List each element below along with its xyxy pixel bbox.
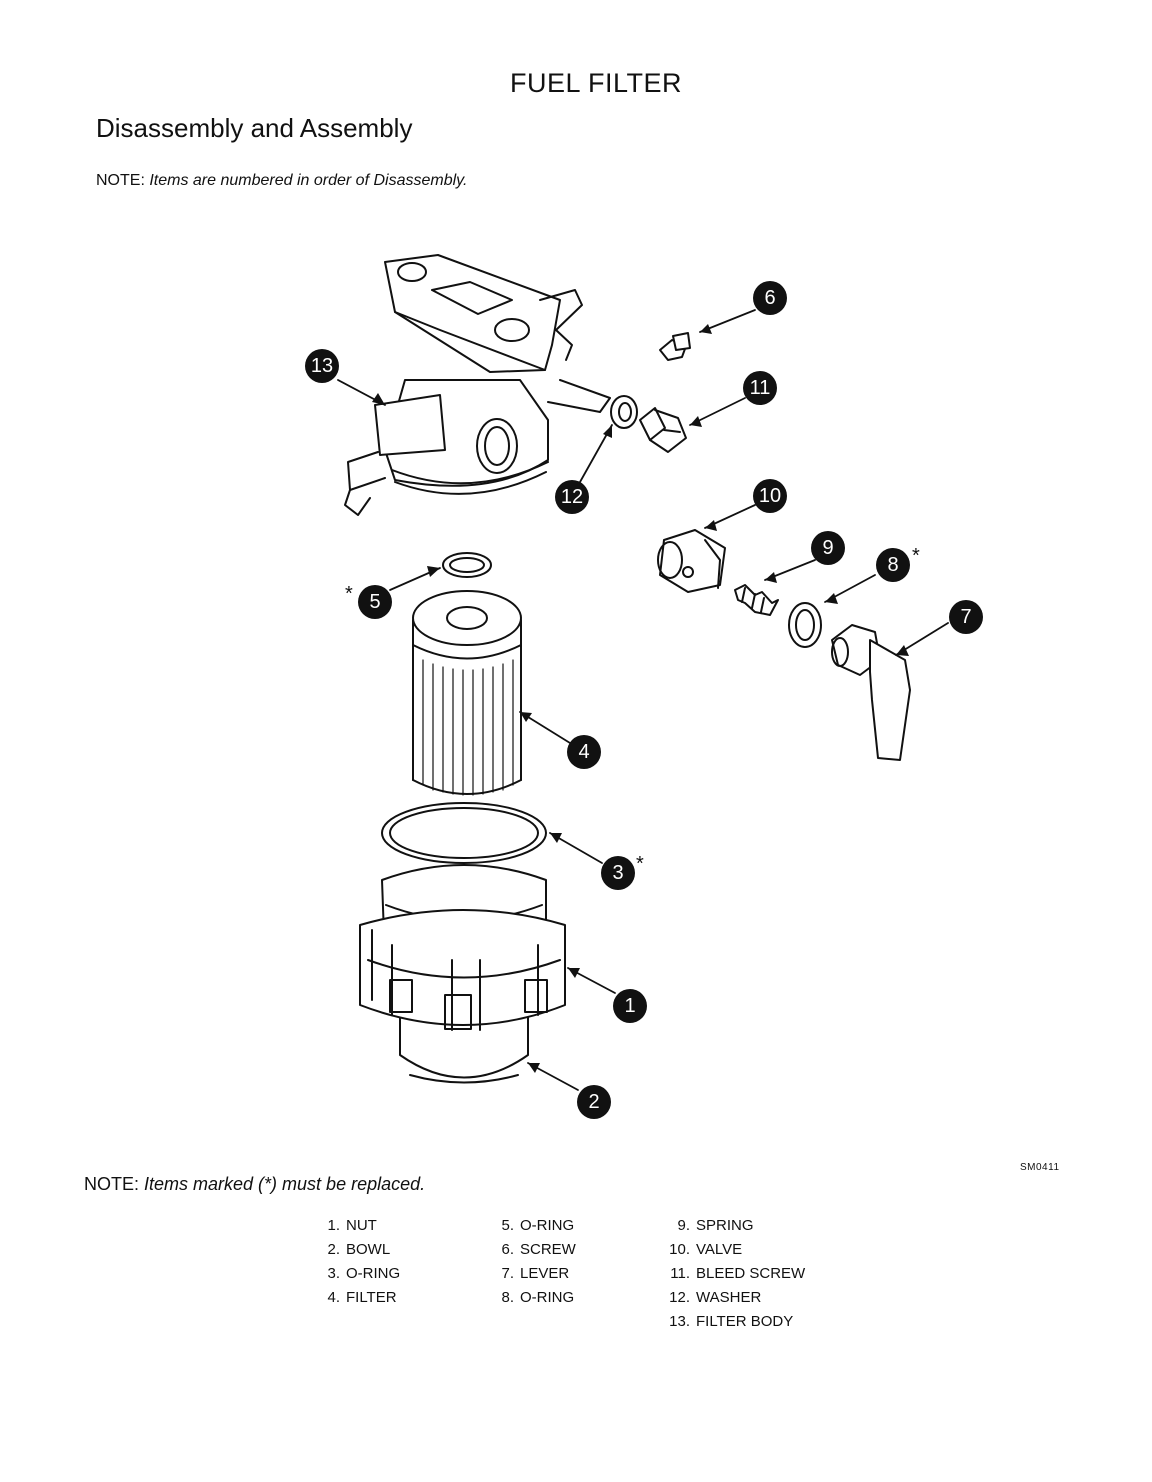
parts-list-item: 3. O-RING [318, 1262, 400, 1286]
parts-list-column-3: 9. SPRING 10. VALVE 11. BLEED SCREW 12. WASH… [668, 1214, 805, 1334]
parts-list-item: 5. O-RING [492, 1214, 576, 1238]
part-number: 9. [668, 1214, 690, 1238]
screw-part [660, 333, 690, 360]
parts-list-item: 6. SCREW [492, 1238, 576, 1262]
part-number: 3. [318, 1262, 340, 1286]
parts-list-item: 12. WASHER [668, 1286, 805, 1310]
callout-8-label: 8 [887, 554, 898, 576]
figure-code: SM0411 [1020, 1162, 1060, 1173]
parts-list-item: 11. BLEED SCREW [668, 1262, 805, 1286]
part-name: O-RING [520, 1217, 574, 1234]
parts-list-item: 13. FILTER BODY [668, 1310, 805, 1334]
parts-list-item: 8. O-RING [492, 1286, 576, 1310]
callout-11-label: 11 [750, 377, 771, 399]
parts-list-item: 2. BOWL [318, 1238, 400, 1262]
part-name: FILTER [346, 1289, 397, 1306]
part-name: SPRING [696, 1217, 754, 1234]
callout-3-label: 3 [612, 862, 623, 884]
washer-part [611, 396, 637, 428]
bleed-screw-part [640, 408, 686, 452]
part-number: 7. [492, 1262, 514, 1286]
spring-part [735, 585, 778, 615]
part-number: 11. [668, 1262, 690, 1286]
part-name: FILTER BODY [696, 1313, 793, 1330]
part-number: 6. [492, 1238, 514, 1262]
callout-5-label: 5 [369, 591, 380, 613]
parts-list-item: 4. FILTER [318, 1286, 400, 1310]
parts-list-item: 7. LEVER [492, 1262, 576, 1286]
part-number: 13. [668, 1310, 690, 1334]
part-name: LEVER [520, 1265, 569, 1282]
parts-list-item: 9. SPRING [668, 1214, 805, 1238]
callout-12-label: 12 [561, 486, 583, 508]
callout-8-star: * [912, 545, 920, 567]
part-name: O-RING [346, 1265, 400, 1282]
part-name: O-RING [520, 1289, 574, 1306]
lever-part [832, 625, 910, 760]
callout-7-label: 7 [960, 606, 971, 628]
footer-note-label: NOTE: [84, 1174, 139, 1194]
callout-6-label: 6 [764, 287, 775, 309]
part-name: SCREW [520, 1241, 576, 1258]
callout-4-label: 4 [578, 741, 589, 763]
parts-list-item: 1. NUT [318, 1214, 400, 1238]
part-name: BLEED SCREW [696, 1265, 805, 1282]
nut-part [360, 910, 565, 1030]
parts-list-column-2: 5. O-RING 6. SCREW 7. LEVER 8. O-RING [492, 1214, 576, 1310]
parts-list-column-1: 1. NUT 2. BOWL 3. O-RING 4. FILTER [318, 1214, 400, 1310]
part-number: 12. [668, 1286, 690, 1310]
part-number: 2. [318, 1238, 340, 1262]
part-name: BOWL [346, 1241, 390, 1258]
footer-note-text: Items marked (*) must be replaced. [144, 1174, 425, 1194]
part-number: 1. [318, 1214, 340, 1238]
callout-9-label: 9 [822, 537, 833, 559]
parts-list-item: 10. VALVE [668, 1238, 805, 1262]
replacement-note: NOTE: Items marked (*) must be replaced. [84, 1174, 425, 1195]
filter-part [413, 591, 521, 795]
part-number: 5. [492, 1214, 514, 1238]
filter-body-part [345, 255, 610, 515]
callout-3-star: * [636, 853, 644, 875]
part-number: 10. [668, 1238, 690, 1262]
callout-2-label: 2 [588, 1091, 599, 1113]
part-number: 8. [492, 1286, 514, 1310]
part-number: 4. [318, 1286, 340, 1310]
callout-5-star: * [345, 583, 353, 605]
oring-3-part [382, 803, 546, 863]
valve-part [658, 530, 725, 592]
part-name: VALVE [696, 1241, 742, 1258]
callout-1-label: 1 [624, 995, 635, 1017]
part-name: WASHER [696, 1289, 761, 1306]
part-name: NUT [346, 1217, 377, 1234]
callout-10-label: 10 [759, 485, 781, 507]
callout-13-label: 13 [311, 355, 333, 377]
